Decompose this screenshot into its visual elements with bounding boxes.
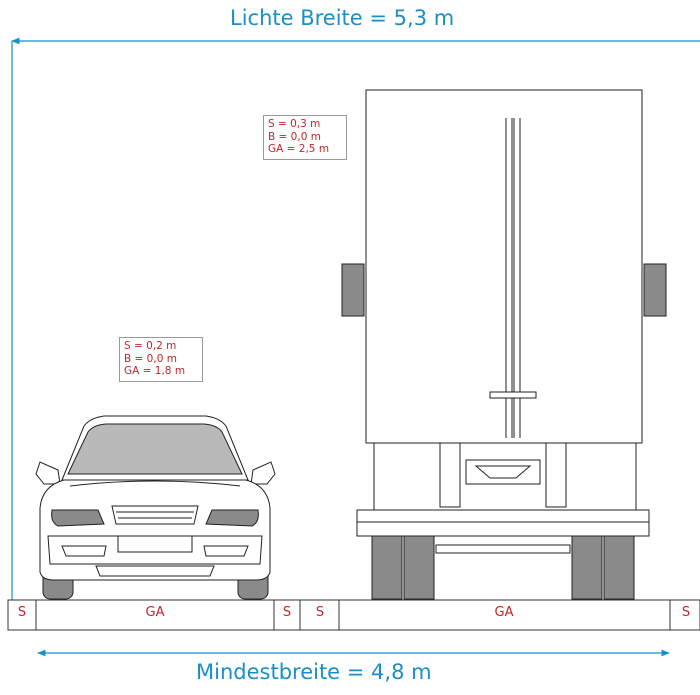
car-b-value: B = 0,0 m [124,352,177,365]
segment-ga-car: GA [145,605,165,620]
road-cross-section [7,599,700,631]
car-s-value: S = 0,2 m [124,340,177,352]
clear-width-dimension [11,37,700,600]
segment-s-left: S [17,605,27,620]
car-ga-value: GA = 1,8 m [124,365,186,377]
segment-s-truck-left: S [315,605,325,620]
minimum-width-label: Mindestbreite = 4,8 m [196,660,432,684]
car-dimension-box: S = 0,2 m B = 0,0 m GA = 1,8 m [119,337,203,382]
truck-ga-value: GA = 2,5 m [268,143,330,155]
segment-s-car-right: S [282,605,292,620]
truck-b-value: B = 0,0 m [268,130,321,143]
truck-rear-view [341,89,667,600]
truck-s-value: S = 0,3 m [268,118,321,130]
car-front-view [35,415,276,600]
segment-s-right: S [681,605,691,620]
truck-dimension-box: S = 0,3 m B = 0,0 m GA = 2,5 m [263,115,347,160]
segment-ga-truck: GA [494,605,514,620]
clear-width-label: Lichte Breite = 5,3 m [230,6,455,30]
